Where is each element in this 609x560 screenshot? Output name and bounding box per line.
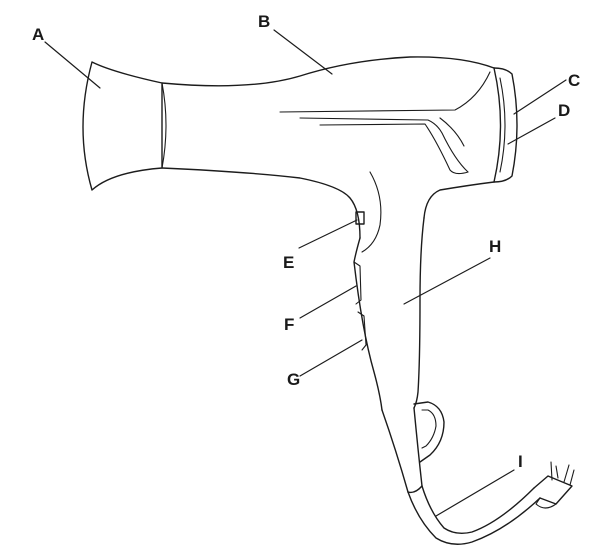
rear-filter-cap [493,67,518,183]
callout-a: A [32,25,45,44]
cord-strain-relief [381,407,423,494]
callout-c: C [568,71,581,90]
leader-d [507,117,556,145]
leader-i [435,469,515,517]
leader-f [299,285,357,319]
callout-h: H [489,237,502,256]
switches [353,261,367,351]
leader-h [403,257,491,305]
hanging-loop [413,401,445,463]
leader-c [513,79,567,115]
leader-b [273,29,333,75]
leader-a [44,41,101,89]
callout-f: F [284,315,295,334]
callout-g: G [287,370,301,389]
concentrator-nozzle [82,61,167,191]
power-cord [407,461,575,545]
callout-b: B [258,12,271,31]
leader-lines [44,29,567,517]
callout-e: E [283,253,295,272]
leader-g [299,339,363,377]
dryer-body [161,56,502,253]
leader-e [298,219,358,249]
callout-i: I [518,452,523,471]
handle [353,217,425,411]
callout-d: D [558,101,571,120]
